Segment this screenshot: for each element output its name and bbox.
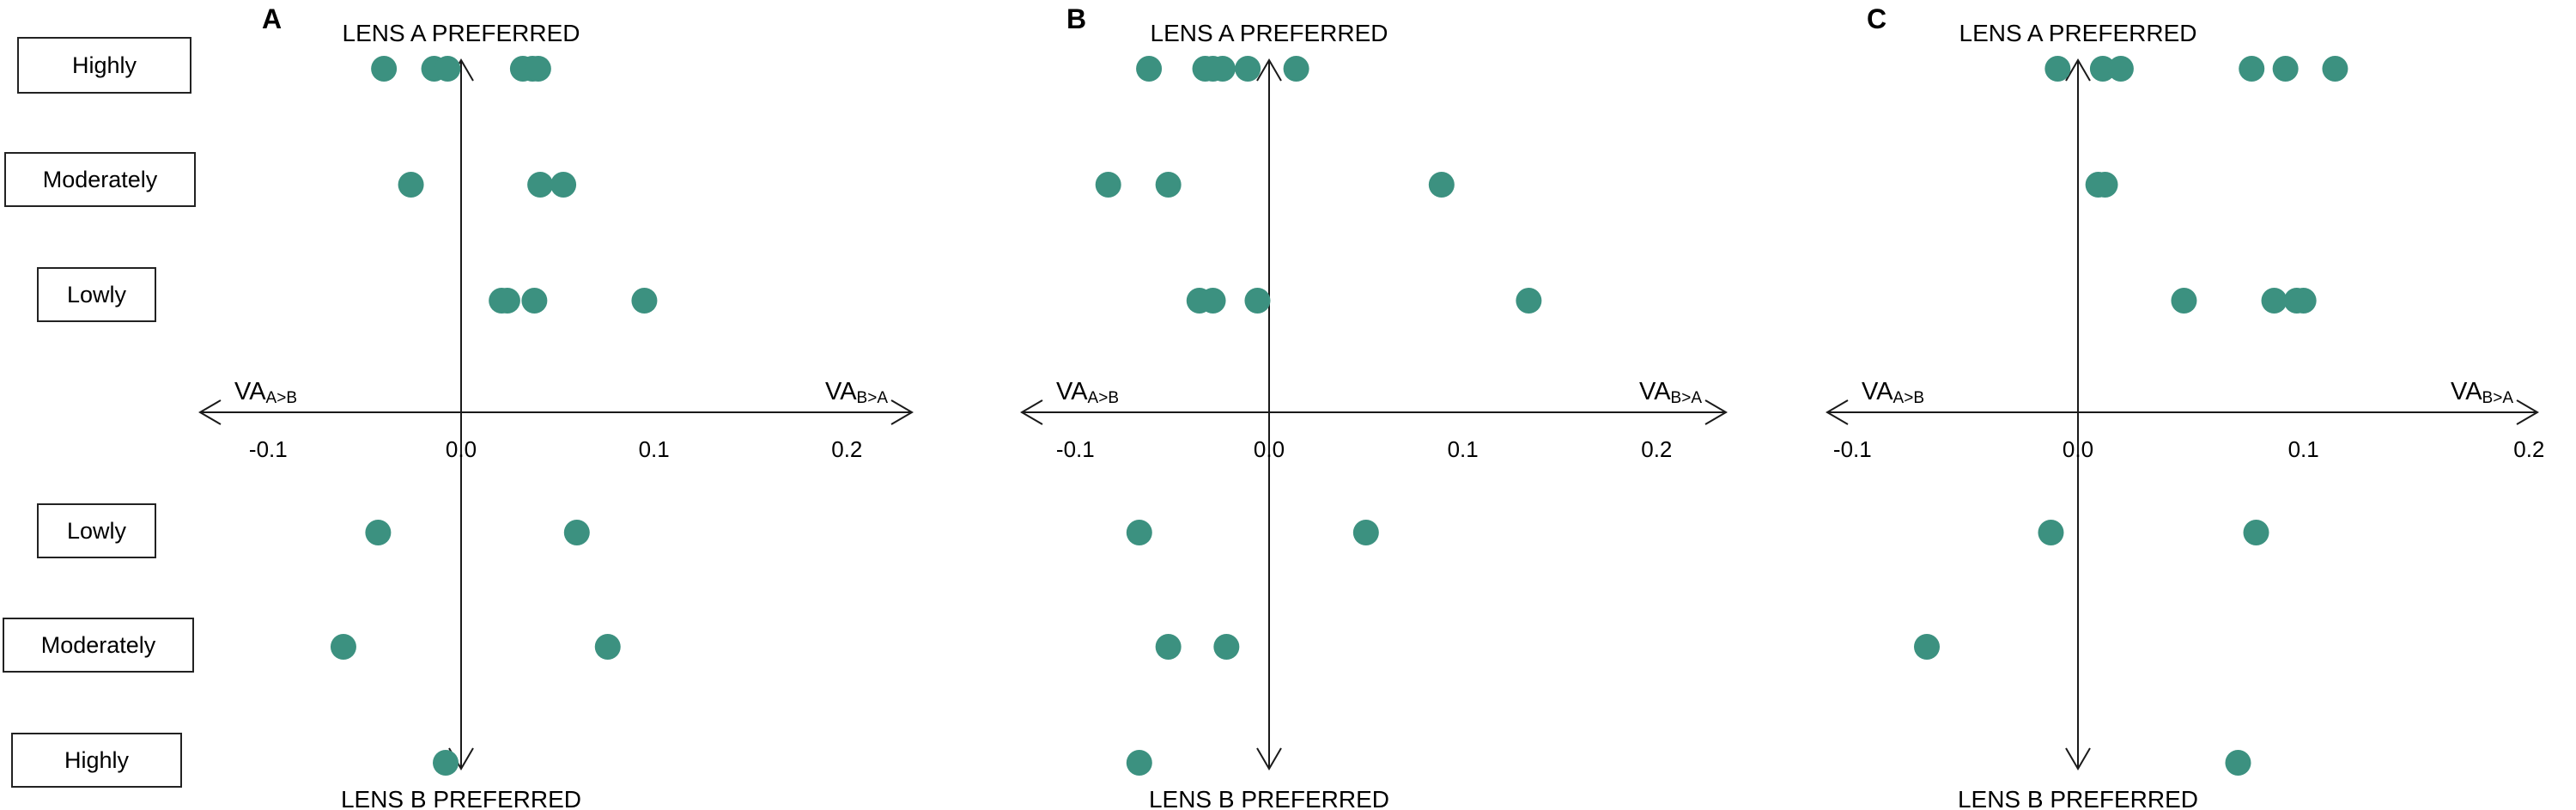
panel-3-top-label: LENS A PREFERRED xyxy=(1959,20,2197,46)
panel-1-tick-label: -0.1 xyxy=(249,436,288,462)
panel-1-data-point xyxy=(550,172,577,198)
panel-2-data-point xyxy=(1428,172,1455,198)
panel-3-data-point xyxy=(2239,56,2265,82)
panel-1-x-label-left: VAA>B xyxy=(234,378,297,407)
panel-2-tick-label: -0.1 xyxy=(1056,436,1095,462)
row-label-top-highly: Highly xyxy=(17,37,191,94)
panel-3-data-point xyxy=(2261,288,2287,314)
panel-2-tick-label: 0.0 xyxy=(1254,436,1285,462)
panel-2-data-point xyxy=(1244,288,1271,314)
panel-2-data-point xyxy=(1516,288,1542,314)
panel-1-data-point xyxy=(525,56,551,82)
panel-2-data-point xyxy=(1155,172,1182,198)
panel-2-x-label-right: VAB>A xyxy=(1639,378,1702,407)
panel-2-bottom-label: LENS B PREFERRED xyxy=(1149,786,1389,810)
panel-3-data-point xyxy=(1914,634,1941,660)
panel-3-bottom-label: LENS B PREFERRED xyxy=(1958,786,2198,810)
panel-2-data-point xyxy=(1136,56,1163,82)
panel-3-arrow-right xyxy=(2516,399,2539,425)
panel-2-data-point xyxy=(1209,56,1236,82)
panel-3-tick-label: 0.2 xyxy=(2513,436,2544,462)
panel-3-tick-label: 0.1 xyxy=(2288,436,2319,462)
panel-1-arrow-left xyxy=(198,399,222,425)
panel-1-data-point xyxy=(330,634,356,660)
row-label-bottom-highly: Highly xyxy=(11,733,182,788)
panel-2-arrow-left xyxy=(1020,399,1043,425)
panel-2-data-point xyxy=(1352,520,1379,545)
panel-1-data-point xyxy=(631,288,658,314)
panel-2-arrow-right xyxy=(1704,399,1728,425)
panel-1-label: A xyxy=(262,3,282,34)
panel-3-arrow-down xyxy=(2065,747,2091,770)
panel-3-x-label-left: VAA>B xyxy=(1862,378,1924,407)
panel-2-data-point xyxy=(1200,288,1226,314)
panel-1-tick-label: 0.1 xyxy=(639,436,670,462)
panel-3-arrow-left xyxy=(1826,399,1849,425)
panel-1-x-label-right: VAB>A xyxy=(825,378,888,407)
panel-2-x-label-left: VAA>B xyxy=(1056,378,1119,407)
panel-1-data-point xyxy=(365,520,392,545)
panel-1-bottom-label: LENS B PREFERRED xyxy=(341,786,581,810)
panel-2-arrow-up xyxy=(1256,58,1282,82)
row-label-bottom-lowly: Lowly xyxy=(37,503,156,558)
panel-2-data-point xyxy=(1126,520,1152,545)
panel-2-tick-label: 0.1 xyxy=(1448,436,1479,462)
panel-2-data-point xyxy=(1213,634,1240,660)
panel-2-data-point xyxy=(1126,750,1152,776)
panel-3-data-point xyxy=(2243,520,2269,545)
panel-3-data-point xyxy=(2290,288,2317,314)
panel-1-data-point xyxy=(398,172,424,198)
panel-2-top-label: LENS A PREFERRED xyxy=(1151,20,1388,46)
panel-2-data-point xyxy=(1155,634,1182,660)
panel-3-data-point xyxy=(2272,56,2299,82)
panel-1-data-point xyxy=(521,288,548,314)
panel-1-data-point xyxy=(594,634,621,660)
panel-3-arrow-up xyxy=(2065,58,2091,82)
panel-1-top-label: LENS A PREFERRED xyxy=(343,20,580,46)
panel-3-data-point xyxy=(2092,172,2118,198)
panel-2-tick-label: 0.2 xyxy=(1641,436,1672,462)
panel-3-tick-label: 0.0 xyxy=(2063,436,2093,462)
panel-2-data-point xyxy=(1235,56,1261,82)
panel-1-arrow-right xyxy=(890,399,914,425)
panel-3-data-point xyxy=(2225,750,2251,776)
panel-1-tick-label: 0.0 xyxy=(446,436,477,462)
panel-2-data-point xyxy=(1283,56,1309,82)
panel-3-x-label-right: VAB>A xyxy=(2451,378,2513,407)
panel-3-data-point xyxy=(2089,56,2116,82)
panel-1-tick-label: 0.2 xyxy=(831,436,862,462)
panel-2-label: B xyxy=(1066,3,1086,34)
panel-3-label: C xyxy=(1867,3,1886,34)
row-label-bottom-moderately: Moderately xyxy=(3,618,194,673)
row-label-top-lowly: Lowly xyxy=(37,267,156,322)
panel-1-data-point xyxy=(527,172,554,198)
panel-1-data-point xyxy=(434,56,461,82)
panel-3-data-point xyxy=(2044,56,2071,82)
row-label-top-moderately: Moderately xyxy=(4,152,196,207)
panel-2-data-point xyxy=(1095,172,1121,198)
panel-2-arrow-down xyxy=(1256,747,1282,770)
panel-3-data-point xyxy=(2171,288,2197,314)
panel-3-tick-label: -0.1 xyxy=(1833,436,1872,462)
panel-3-data-point xyxy=(2107,56,2134,82)
panel-3-data-point xyxy=(2038,520,2064,545)
panel-1-data-point xyxy=(563,520,590,545)
panel-1-data-point xyxy=(494,288,520,314)
panel-1-data-point xyxy=(433,750,459,776)
panel-3-data-point xyxy=(2322,56,2348,82)
panel-1-data-point xyxy=(371,56,398,82)
